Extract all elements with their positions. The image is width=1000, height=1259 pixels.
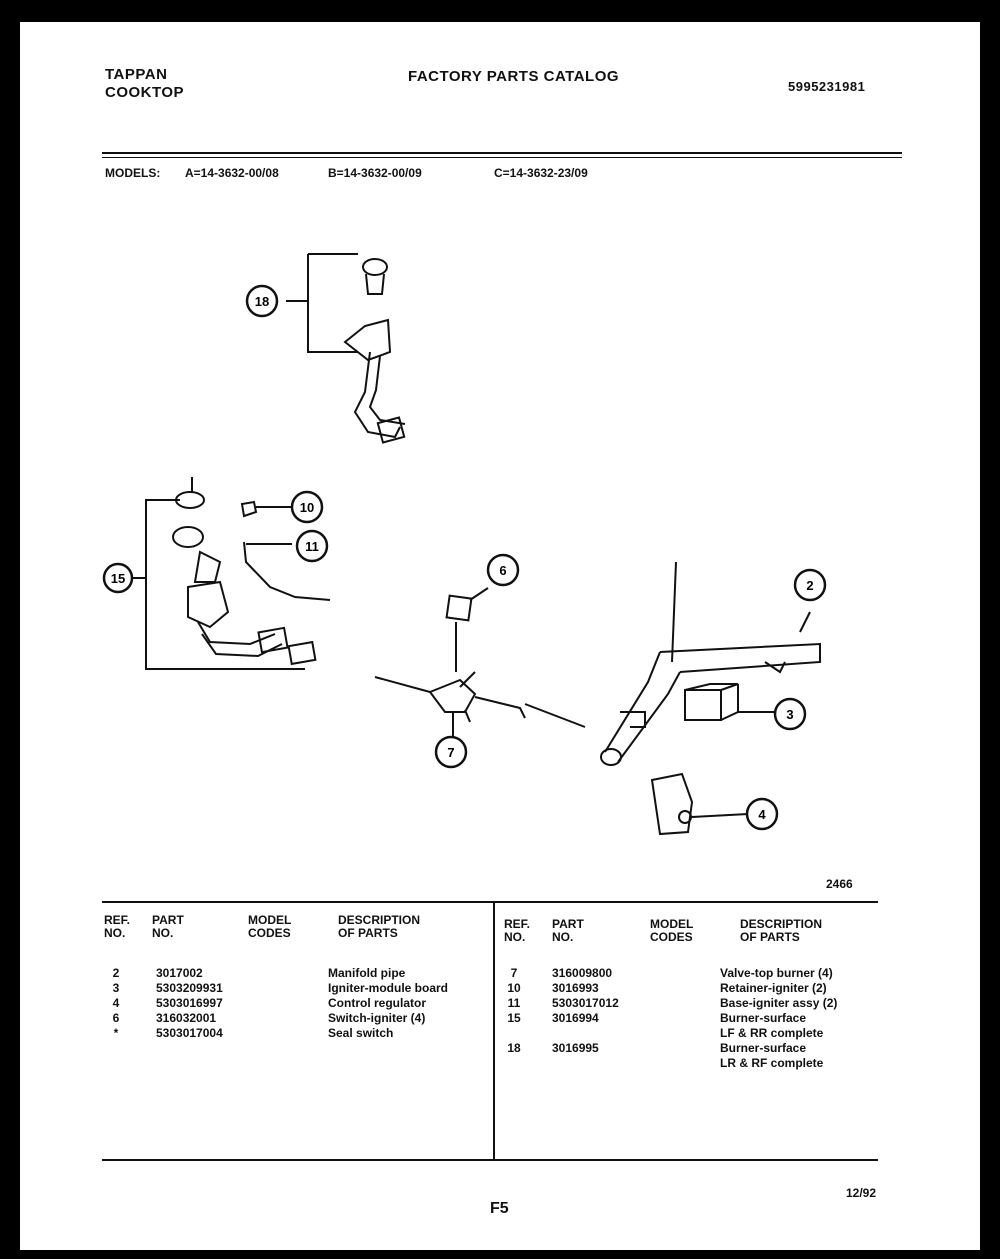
callout-10: 10 — [290, 490, 324, 524]
table-row: 7 — [510, 966, 518, 980]
svg-text:6: 6 — [499, 563, 506, 578]
callout-18: 18 — [245, 284, 279, 318]
callout-3: 3 — [773, 697, 807, 731]
svg-text:3: 3 — [786, 707, 793, 722]
svg-text:10: 10 — [300, 500, 314, 515]
revision-date: 12/92 — [846, 1186, 877, 1200]
svg-text:2: 2 — [806, 578, 813, 593]
table-row: 4 — [112, 996, 120, 1010]
left-header-ref: REF.NO. — [104, 913, 131, 940]
model-a: A=14-3632-00/08 — [185, 166, 279, 180]
table-row: 3 — [112, 981, 120, 995]
exploded-parts-diagram: 18 15 10 11 6 7 2 3 4 2466 — [102, 253, 878, 1161]
table-row: 15 — [507, 1011, 521, 1025]
model-b: B=14-3632-00/09 — [328, 166, 422, 180]
svg-text:18: 18 — [255, 294, 269, 309]
brand-name: TAPPAN — [105, 66, 168, 83]
table-row: 11 — [507, 996, 521, 1010]
product-type: COOKTOP — [105, 84, 185, 101]
callouts: 18 15 10 11 6 7 2 3 4 — [102, 284, 827, 831]
callout-15: 15 — [102, 562, 134, 594]
svg-text:7: 7 — [447, 745, 454, 760]
diagram-number: 2466 — [826, 877, 853, 891]
table-row: * — [113, 1026, 119, 1040]
header-rule-thin — [102, 157, 902, 158]
header-rule — [102, 152, 902, 154]
svg-text:4: 4 — [758, 807, 766, 822]
table-row: 2 — [112, 966, 120, 980]
model-c: C=14-3632-23/09 — [494, 166, 588, 180]
valve-top-burner-7 — [374, 671, 586, 760]
parts-catalog-page: TAPPAN COOKTOP FACTORY PARTS CATALOG 599… — [20, 22, 980, 1250]
callout-7: 7 — [434, 735, 468, 769]
table-row: 18 — [507, 1041, 521, 1055]
igniter-module-board-3 — [684, 683, 780, 721]
right-header-ref: REF.NO. — [504, 917, 531, 944]
svg-text:11: 11 — [305, 539, 319, 554]
catalog-number: 5995231981 — [788, 79, 866, 94]
brand: TAPPAN COOKTOP — [105, 66, 184, 102]
callout-4: 4 — [745, 797, 779, 831]
control-regulator-4 — [650, 772, 749, 836]
retainer-igniter-10 — [240, 500, 292, 518]
base-igniter-11 — [243, 541, 331, 601]
callout-6: 6 — [486, 553, 520, 587]
switch-igniter-6 — [445, 587, 489, 672]
svg-text:15: 15 — [111, 571, 125, 586]
table-row: 6 — [112, 1011, 120, 1025]
page-number: F5 — [490, 1200, 509, 1217]
catalog-title: FACTORY PARTS CATALOG — [408, 68, 620, 85]
callout-2: 2 — [793, 568, 827, 602]
table-row: 10 — [507, 981, 521, 995]
manifold-pipe-2 — [600, 561, 821, 766]
burner-assembly-18 — [286, 253, 406, 444]
models-label: MODELS: — [105, 166, 161, 180]
callout-11: 11 — [295, 529, 329, 563]
burner-assembly-15 — [118, 477, 317, 670]
